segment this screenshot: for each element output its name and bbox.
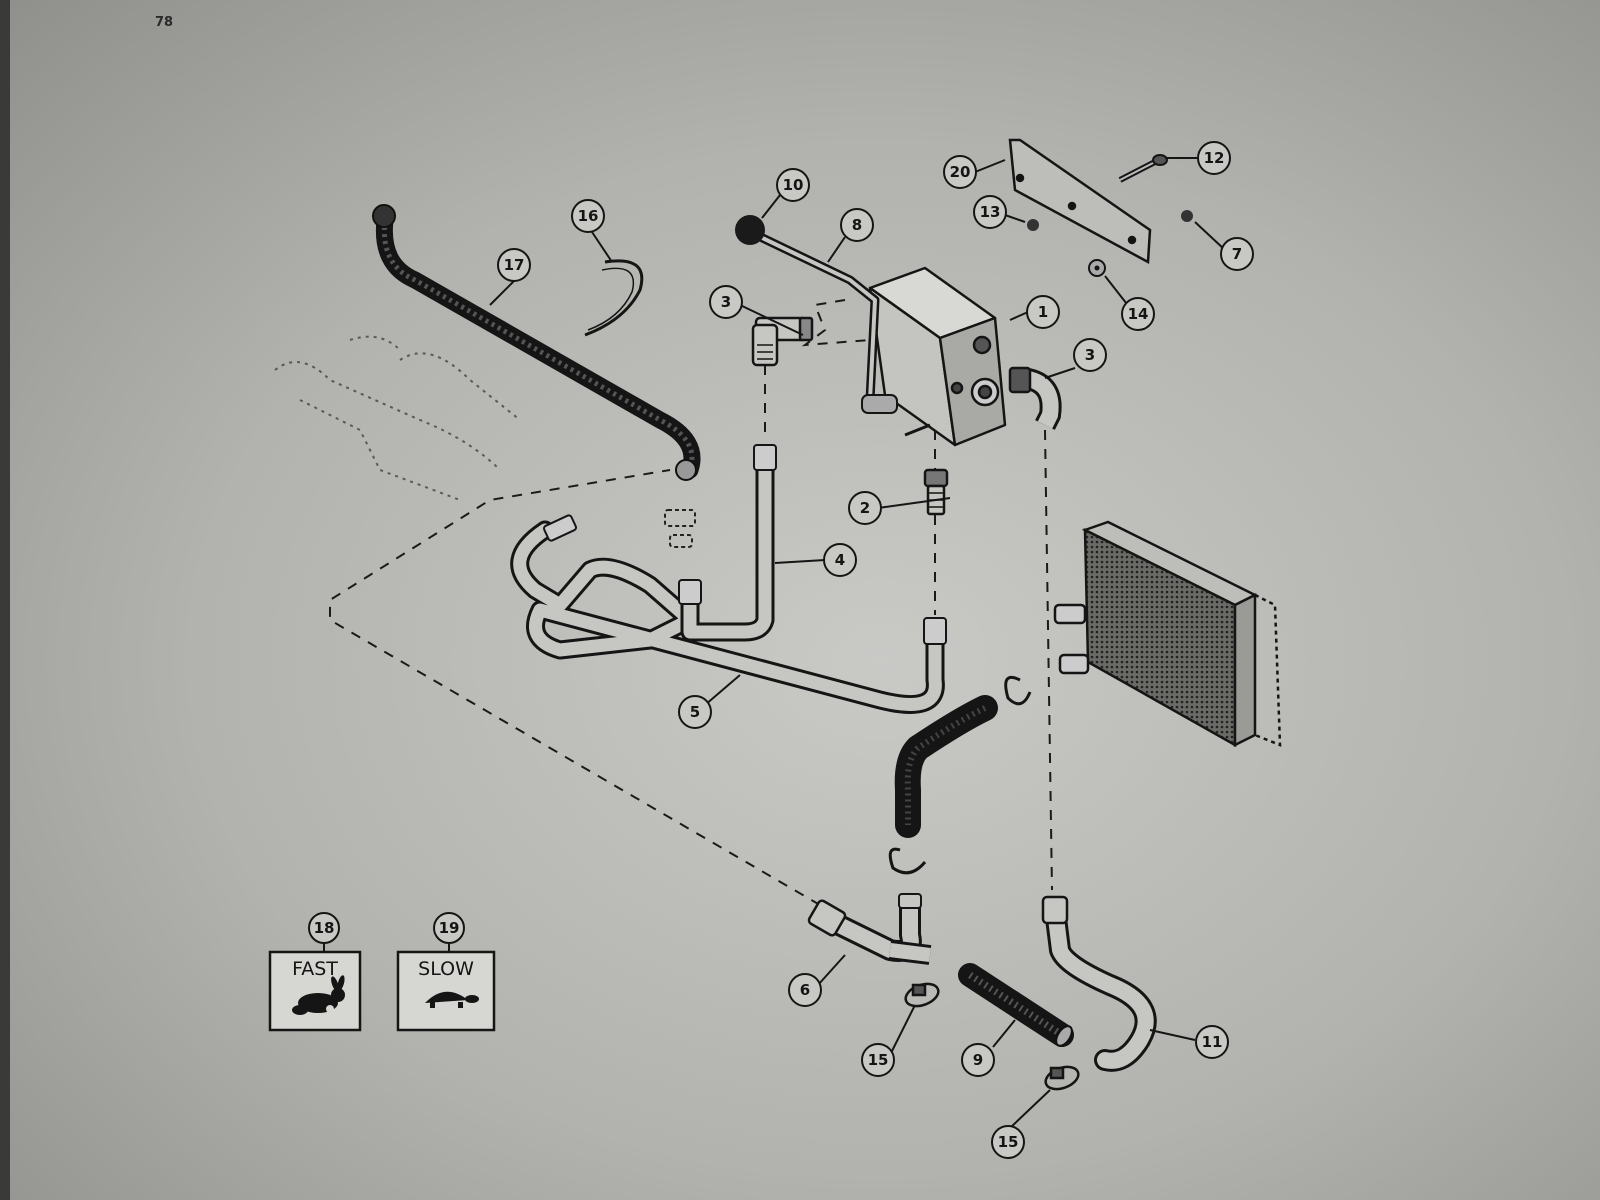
callout-11: 11	[1195, 1025, 1229, 1059]
hose-part-16	[584, 259, 644, 337]
svg-text:15: 15	[998, 1133, 1019, 1151]
slow-label: SLOW	[418, 958, 474, 980]
svg-text:5: 5	[690, 703, 700, 721]
faded-ghost-parts	[274, 335, 521, 501]
tube-part-11	[1041, 895, 1157, 1072]
hose-part-9	[958, 963, 1074, 1047]
svg-text:4: 4	[835, 551, 845, 569]
callout-5: 5	[678, 695, 712, 729]
control-rod-part-8	[748, 227, 898, 414]
hose-clamp	[1004, 675, 1032, 706]
hose-part-17	[372, 204, 701, 481]
callout-16: 16	[571, 199, 605, 233]
connector-part-2	[923, 468, 949, 516]
svg-text:15: 15	[868, 1051, 889, 1069]
svg-text:1: 1	[1038, 303, 1048, 321]
turtle-icon	[425, 991, 479, 1008]
svg-text:9: 9	[973, 1051, 983, 1069]
bolt-part-12	[1118, 154, 1168, 183]
fast-decal-number: 18	[314, 919, 335, 937]
callout-2: 2	[848, 491, 882, 525]
knob-part-10	[735, 215, 765, 245]
tee-fitting-part-6	[807, 893, 932, 965]
slow-decal-number: 19	[439, 919, 460, 937]
tube-part-5	[510, 514, 947, 714]
callout-12: 12	[1197, 141, 1231, 175]
hose-clamp-upper	[888, 847, 927, 875]
svg-text:8: 8	[852, 216, 862, 234]
bracket-plate-part-20	[1008, 138, 1152, 265]
svg-text:17: 17	[504, 256, 525, 274]
callout-14: 14	[1121, 297, 1155, 331]
svg-text:7: 7	[1232, 245, 1242, 263]
callout-8: 8	[840, 208, 874, 242]
hose-clamp-part-15-a	[904, 982, 940, 1008]
svg-text:2: 2	[860, 499, 870, 517]
nut-part-7	[1181, 210, 1193, 222]
nut-part-13	[1027, 219, 1039, 231]
callout-15-a: 15	[861, 1043, 895, 1077]
callout-1: 1	[1026, 295, 1060, 329]
tube-part-4	[678, 444, 777, 642]
heater-core	[1053, 520, 1282, 748]
valve-box-part-1	[868, 266, 1007, 447]
screen-bezel	[0, 0, 10, 1200]
svg-text:3: 3	[721, 293, 731, 311]
elbow-fitting-part-3-right	[1008, 366, 1062, 430]
callout-6: 6	[788, 973, 822, 1007]
callout-10: 10	[776, 168, 810, 202]
svg-text:12: 12	[1204, 149, 1225, 167]
page-number: 78	[155, 15, 173, 30]
callout-3-left: 3	[709, 285, 743, 319]
callout-7: 7	[1220, 237, 1254, 271]
washer-part-14	[1088, 259, 1106, 277]
callout-20: 20	[943, 155, 977, 189]
callout-4: 4	[823, 543, 857, 577]
svg-text:14: 14	[1128, 305, 1149, 323]
callout-17: 17	[497, 248, 531, 282]
svg-text:13: 13	[980, 203, 1001, 221]
fast-decal: 18 FAST	[268, 912, 362, 1032]
svg-text:6: 6	[800, 981, 810, 999]
svg-text:11: 11	[1202, 1033, 1223, 1051]
rabbit-icon	[292, 975, 345, 1015]
callout-3-right: 3	[1073, 338, 1107, 372]
elbow-fitting-part-3-left	[751, 316, 814, 367]
molded-hose	[894, 695, 998, 838]
svg-text:20: 20	[950, 163, 971, 181]
fast-label: FAST	[292, 958, 338, 980]
nut-stack	[664, 509, 696, 548]
callout-15-b: 15	[991, 1125, 1025, 1159]
svg-text:10: 10	[783, 176, 804, 194]
slow-decal: 19 SLOW	[396, 912, 496, 1032]
callout-9: 9	[961, 1043, 995, 1077]
hose-clamp-part-15-b	[1044, 1065, 1080, 1091]
svg-text:3: 3	[1085, 346, 1095, 364]
dashed-leaders	[329, 299, 1053, 906]
callout-13: 13	[973, 195, 1007, 229]
svg-text:16: 16	[578, 207, 599, 225]
